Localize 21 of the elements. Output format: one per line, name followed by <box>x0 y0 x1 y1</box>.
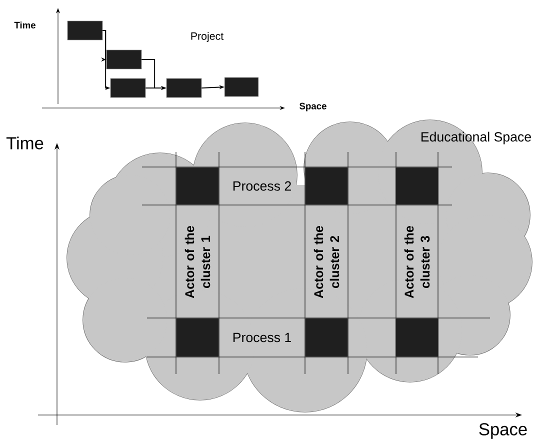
axis-label: Space <box>300 102 326 112</box>
axis-label: Space <box>479 423 527 439</box>
process-band: Process 1 <box>146 318 490 358</box>
process-band: Process 2 <box>142 166 452 206</box>
axis-label: Time <box>6 136 44 150</box>
diagram-label: Project <box>191 32 224 42</box>
axis-label: Time <box>14 22 36 28</box>
block <box>304 167 348 205</box>
block <box>106 50 142 70</box>
block <box>395 318 439 358</box>
block <box>395 167 439 205</box>
block <box>176 167 220 205</box>
node-label: Educational Space <box>421 132 531 144</box>
actor-band: Actor of the cluster 2 <box>304 152 348 374</box>
block <box>224 77 258 97</box>
block <box>176 318 220 358</box>
block <box>304 318 348 358</box>
block <box>166 78 202 98</box>
actor-band: Actor of the cluster 1 <box>176 152 220 374</box>
block <box>110 78 146 98</box>
block <box>67 20 103 40</box>
